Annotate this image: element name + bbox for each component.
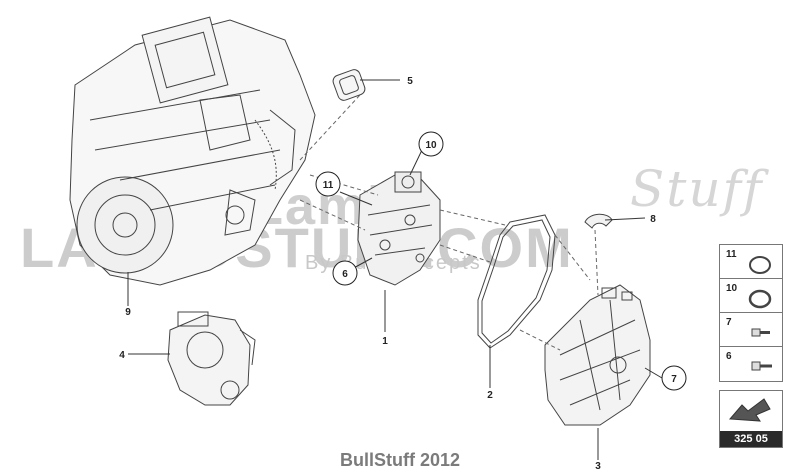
valve-body-illustration [357,171,441,286]
page-reference-box[interactable]: 325 05 [719,390,783,448]
callout-6: 6 [342,269,348,280]
transmission-assembly-illustration [69,16,316,286]
callout-9: 9 [125,307,131,318]
cover-illustration [544,284,651,426]
legend-item: 7 [720,313,782,347]
page-reference-number: 325 05 [720,431,782,447]
callout-4: 4 [119,350,125,361]
legend-item-number: 11 [726,249,737,260]
legend-item: 11 [720,245,782,279]
callout-11: 11 [323,180,334,191]
bolt-icon [751,328,770,337]
clip-part-illustration [584,213,613,229]
callout-8: 8 [650,214,656,225]
legend-item-number: 6 [726,351,732,362]
callout-3: 3 [595,461,601,472]
assembly-lines [299,94,599,351]
page-arrow-icon [728,398,771,422]
callout-1: 1 [382,336,388,347]
small-parts-legend: 11 10 7 6 [719,244,783,382]
callout-2: 2 [487,390,493,401]
legend-item-number: 7 [726,317,732,328]
callout-7: 7 [671,374,677,385]
legend-item: 6 [720,347,782,380]
o-ring-icon [749,256,771,274]
callout-5: 5 [407,76,413,87]
callout-circles [315,131,687,391]
leader-lines [127,79,663,460]
bolt-icon [751,361,772,371]
footer-credit: BullStuff 2012 [339,450,461,470]
legend-item: 10 [720,279,782,313]
gasket-illustration [477,214,556,349]
seal-part-illustration [332,69,366,101]
pump-assembly-illustration [167,311,256,406]
legend-item-number: 10 [726,283,738,294]
callout-10: 10 [425,140,437,151]
o-ring-icon [748,289,772,309]
